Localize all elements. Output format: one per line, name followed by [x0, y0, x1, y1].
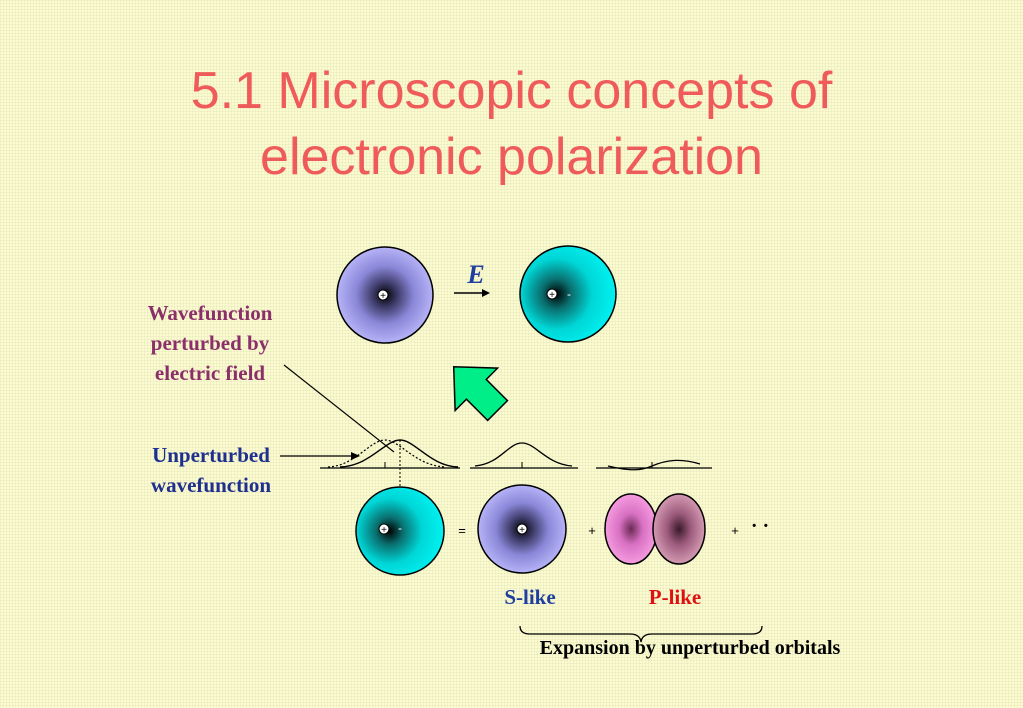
- nucleus-symbol: +: [519, 525, 525, 536]
- green-down-arrow-icon: [452, 365, 509, 422]
- polarized-atom-bottom: + -: [355, 486, 445, 576]
- electron-symbol: -: [567, 287, 571, 301]
- unperturbed-wavefunction-label: Unperturbed wavefunction: [150, 443, 272, 497]
- p-orbital: [604, 493, 706, 565]
- equals-sign: =: [458, 523, 466, 538]
- electron-symbol: -: [398, 521, 402, 535]
- p-like-label: P-like: [648, 585, 702, 609]
- polarized-atom: + -: [519, 245, 617, 343]
- wavefunction-plot-s: [470, 442, 578, 469]
- plus-sign-1: +: [588, 523, 596, 538]
- expansion-label: Expansion by unperturbed orbitals: [539, 637, 841, 659]
- nucleus-icon: [378, 523, 390, 535]
- expansion-brace: [519, 625, 763, 643]
- perturbed-pointer-line: [283, 364, 395, 453]
- field-label: E: [467, 260, 485, 289]
- title-line-2: electronic polarization: [260, 128, 763, 186]
- s-orbital: +: [477, 484, 567, 574]
- nucleus-icon: [546, 288, 558, 300]
- perturbed-wavefunction-label: Wavefunction perturbed by electric field: [147, 301, 273, 385]
- slide-title: 5.1 Microscopic concepts of electronic p…: [0, 58, 1023, 190]
- plus-sign-2: +: [731, 523, 739, 538]
- nucleus-symbol: +: [380, 291, 386, 302]
- nucleus-symbol: +: [549, 290, 555, 301]
- s-like-label: S-like: [504, 585, 556, 609]
- wavefunction-plot-p: [596, 459, 712, 471]
- unperturbed-atom: +: [336, 246, 434, 344]
- nucleus-symbol: +: [381, 525, 387, 536]
- nucleus-icon: [516, 523, 528, 535]
- ellipsis: · ·: [751, 515, 769, 537]
- nucleus-icon: [377, 289, 389, 301]
- wavefunction-plot-main: [320, 439, 460, 490]
- title-line-1: 5.1 Microscopic concepts of: [190, 62, 833, 120]
